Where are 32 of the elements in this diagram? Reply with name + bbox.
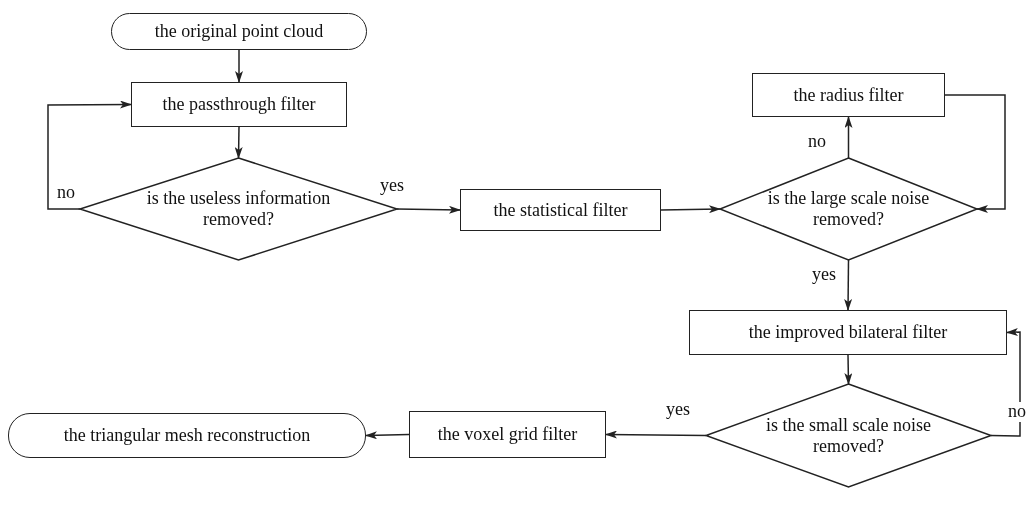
node-text: the improved bilateral filter: [748, 322, 948, 343]
process-box: [409, 411, 606, 458]
decision-diamond: [706, 384, 991, 487]
arrow: [365, 431, 410, 440]
process-box: [689, 310, 1007, 355]
node-text: the voxel grid filter: [437, 424, 578, 445]
node-text: the statistical filter: [493, 199, 628, 221]
edge-label: no: [1006, 402, 1026, 422]
node-text: is the useless information removed?: [145, 188, 332, 230]
process-box: [131, 82, 347, 127]
arrow: [47, 100, 132, 210]
terminal-box: [8, 413, 366, 458]
node-text: is the small scale noise removed?: [765, 414, 932, 457]
process-box: [752, 73, 945, 117]
arrow: [396, 205, 461, 214]
arrow: [235, 49, 243, 83]
terminal-box: [111, 13, 367, 50]
arrow: [660, 205, 721, 214]
node-text: the radius filter: [793, 84, 904, 106]
node-text: the triangular mesh reconstruction: [63, 425, 311, 446]
arrow: [844, 116, 853, 159]
arrow: [944, 94, 1006, 213]
node-text: the passthrough filter: [162, 94, 316, 115]
decision-diamond: [720, 158, 977, 260]
arrow: [844, 354, 853, 385]
arrow: [844, 259, 853, 311]
arrow: [990, 328, 1021, 437]
node-text: is the large scale noise removed?: [766, 188, 931, 230]
arrow: [605, 430, 707, 439]
process-box: [460, 189, 661, 231]
node-text: the original point cloud: [154, 21, 324, 42]
arrow: [234, 126, 243, 159]
